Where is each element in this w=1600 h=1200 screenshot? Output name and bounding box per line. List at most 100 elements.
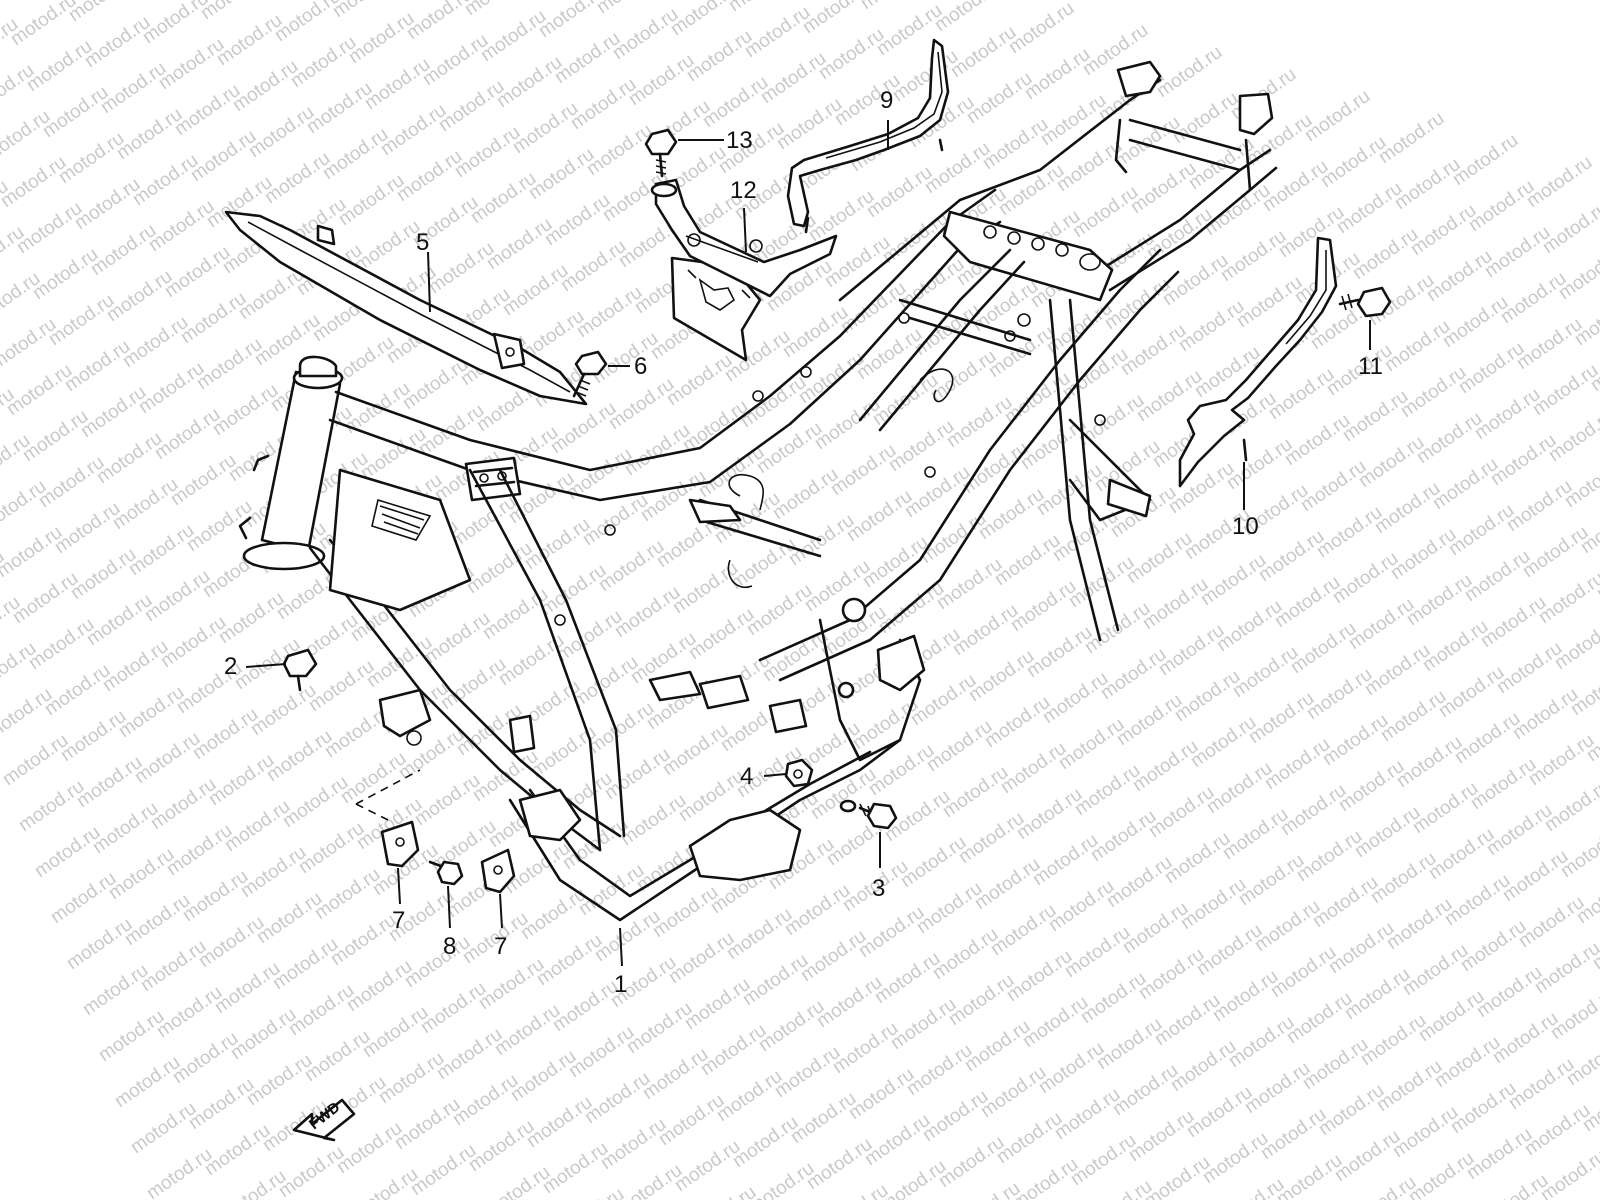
watermark-text: motod.ru: [655, 1090, 728, 1150]
watermark-text: motod.ru: [1093, 1014, 1166, 1074]
watermark-text: motod.ru: [887, 994, 960, 1054]
watermark-text: motod.ru: [697, 1020, 770, 1080]
watermark-text: motod.ru: [921, 138, 994, 198]
watermark-text: motod.ru: [681, 974, 754, 1034]
watermark-text: motod.ru: [737, 372, 810, 432]
watermark-text: motod.ru: [541, 190, 614, 250]
watermark-text: motod.ru: [523, 1092, 596, 1152]
callout-12: 12: [730, 177, 757, 204]
watermark-text: motod.ru: [437, 654, 510, 714]
watermark-text: motod.ru: [1255, 526, 1328, 586]
watermark-text: motod.ru: [73, 752, 146, 812]
watermark-text: motod.ru: [0, 314, 60, 374]
watermark-text: motod.ru: [1075, 390, 1148, 450]
watermark-text: motod.ru: [995, 160, 1068, 220]
right-rail-inner: [778, 270, 1180, 682]
part-12-bracket: [654, 178, 838, 362]
watermark-text: motod.ru: [463, 538, 536, 598]
watermark-text: motod.ru: [449, 1070, 522, 1130]
watermark-text: motod.ru: [221, 796, 294, 856]
watermark-text: motod.ru: [575, 860, 648, 920]
watermark-text: motod.ru: [1473, 962, 1546, 1022]
watermark-text: motod.ru: [1439, 292, 1512, 352]
watermark-text: motod.ru: [1007, 576, 1080, 636]
watermark-text: motod.ru: [1513, 314, 1586, 374]
watermark-text: motod.ru: [1223, 434, 1296, 494]
watermark-text: motod.ru: [723, 904, 796, 964]
watermark-text: motod.ru: [969, 276, 1042, 336]
watermark-text: motod.ru: [1271, 572, 1344, 632]
part-9-handle: [786, 38, 950, 234]
watermark-text: motod.ru: [3, 360, 76, 420]
watermark-text: motod.ru: [663, 350, 736, 410]
watermark-text: motod.ru: [509, 98, 582, 158]
watermark-text: motod.ru: [1203, 758, 1276, 818]
watermark-text: motod.ru: [143, 1144, 216, 1200]
watermark-text: motod.ru: [135, 358, 208, 418]
watermark-text: motod.ru: [41, 660, 114, 720]
watermark-text: motod.ru: [361, 54, 434, 114]
watermark-text: motod.ru: [1151, 990, 1224, 1050]
watermark-text: motod.ru: [963, 68, 1036, 128]
watermark-text: motod.ru: [977, 1062, 1050, 1122]
callout-13: 13: [726, 127, 753, 154]
watermark-text: motod.ru: [1537, 1146, 1600, 1200]
watermark-text: motod.ru: [753, 418, 826, 478]
watermark-text: motod.ru: [829, 1018, 902, 1078]
watermark-text: motod.ru: [581, 1068, 654, 1128]
watermark-text: motod.ru: [1113, 690, 1186, 750]
watermark-text: motod.ru: [193, 334, 266, 394]
watermark-text: motod.ru: [1333, 178, 1406, 238]
watermark-text: motod.ru: [227, 1004, 300, 1064]
watermark-text: motod.ru: [997, 738, 1070, 798]
watermark-text: motod.ru: [1071, 760, 1144, 820]
watermark-text: motod.ru: [253, 888, 326, 948]
watermark-text: motod.ru: [919, 1086, 992, 1146]
watermark-text: motod.ru: [269, 934, 342, 994]
watermark-text: motod.ru: [611, 582, 684, 642]
part-6-bolt: [572, 350, 608, 398]
watermark-text: motod.ru: [1293, 826, 1366, 886]
watermark-text: motod.ru: [1287, 618, 1360, 678]
watermark-text: motod.ru: [1225, 1012, 1298, 1072]
watermark-text: motod.ru: [1505, 1054, 1578, 1114]
watermark-text: motod.ru: [333, 1118, 406, 1178]
part-10-bracket: [1178, 236, 1338, 488]
watermark-text: motod.ru: [391, 1094, 464, 1154]
watermark-text: motod.ru: [1523, 152, 1596, 212]
watermark-text: motod.ru: [483, 214, 556, 274]
watermark-text: motod.ru: [1021, 44, 1094, 104]
watermark-text: motod.ru: [549, 976, 622, 1036]
watermark-text: motod.ru: [1299, 1034, 1372, 1094]
watermark-text: motod.ru: [185, 1074, 258, 1134]
watermark-text: motod.ru: [119, 312, 192, 372]
watermark-text: motod.ru: [1497, 268, 1570, 328]
tail-bracket-right: [1238, 92, 1274, 136]
watermark-text: motod.ru: [1361, 640, 1434, 700]
watermark-text: motod.ru: [771, 1042, 844, 1102]
watermark-text: motod.ru: [975, 484, 1048, 544]
watermark-text: motod.ru: [1035, 1038, 1108, 1098]
watermark-text: motod.ru: [949, 600, 1022, 660]
watermark-text: motod.ru: [1209, 966, 1282, 1026]
watermark-text: motod.ru: [351, 216, 424, 276]
watermark-text: motod.ru: [29, 244, 102, 304]
watermark-text: motod.ru: [1301, 86, 1374, 146]
watermark-text: motod.ru: [215, 588, 288, 648]
watermark-text: motod.ru: [1235, 850, 1308, 910]
watermark-text: motod.ru: [1539, 198, 1600, 258]
watermark-text: motod.ru: [1037, 90, 1110, 150]
watermark-text: motod.ru: [195, 912, 268, 972]
watermark-text: motod.ru: [1217, 226, 1290, 286]
watermark-text: motod.ru: [1229, 642, 1302, 702]
watermark-text: motod.ru: [955, 808, 1028, 868]
watermark-text: motod.ru: [1371, 478, 1444, 538]
watermark-text: motod.ru: [1053, 136, 1126, 196]
watermark-text: motod.ru: [327, 910, 400, 970]
watermark-text: motod.ru: [875, 578, 948, 638]
watermark-text: motod.ru: [797, 926, 870, 986]
watermark-text: motod.ru: [1347, 1172, 1420, 1200]
tail-bracket-left: [1116, 60, 1162, 98]
watermark-text: motod.ru: [1529, 360, 1600, 420]
watermark-text: motod.ru: [1487, 430, 1560, 490]
